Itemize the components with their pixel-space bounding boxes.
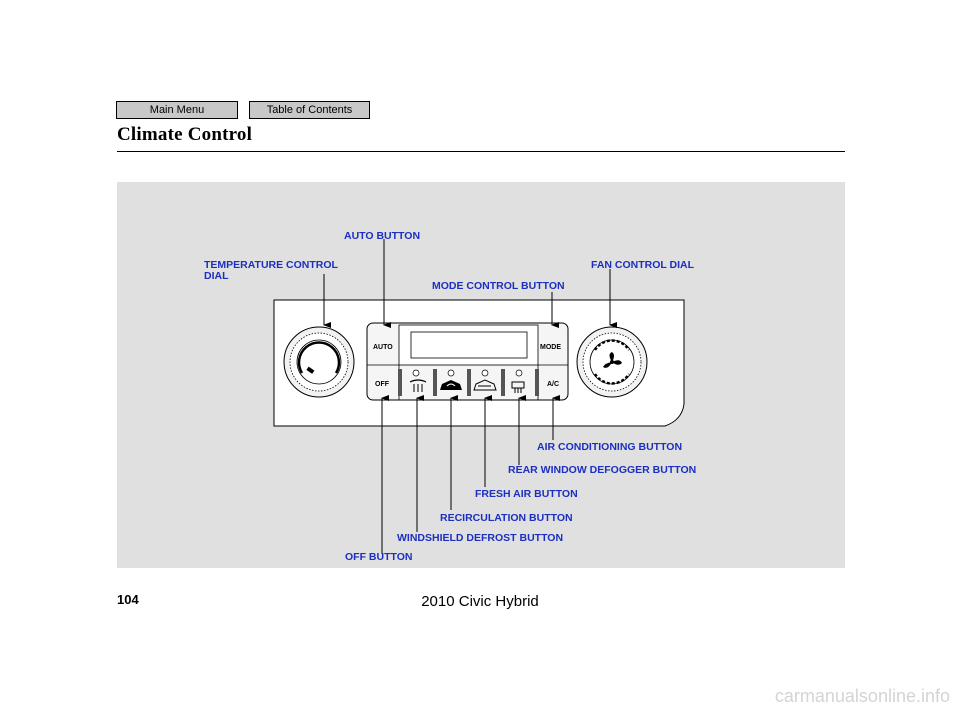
rear-defogger-icon (511, 381, 525, 393)
label-off-button: OFF BUTTON (345, 551, 412, 563)
fan-control-dial (576, 326, 648, 398)
footer-title: 2010 Civic Hybrid (421, 593, 539, 610)
fresh-air-icon (473, 379, 497, 391)
climate-control-diagram: AUTO MODE OFF A/C (204, 230, 696, 563)
label-temperature-dial-line1: TEMPERATURE CONTROL (204, 259, 339, 271)
table-of-contents-button[interactable]: Table of Contents (249, 101, 370, 119)
mode-panel-text: MODE (540, 344, 561, 351)
label-mode-control-button: MODE CONTROL BUTTON (432, 280, 565, 292)
page-number: 104 (117, 592, 139, 607)
fan-icon (603, 352, 622, 368)
label-temperature-dial-line2: DIAL (204, 270, 229, 282)
page-title: Climate Control (117, 124, 253, 145)
off-panel-text: OFF (375, 381, 390, 388)
ac-panel-text: A/C (547, 381, 559, 388)
climate-control-figure: AUTO MODE OFF A/C (117, 182, 845, 568)
recirculation-icon (440, 380, 462, 390)
label-fan-control-dial: FAN CONTROL DIAL (591, 259, 695, 271)
label-auto-button: AUTO BUTTON (344, 230, 420, 242)
label-air-conditioning-button: AIR CONDITIONING BUTTON (537, 441, 682, 453)
control-unit: AUTO MODE OFF A/C (366, 322, 569, 401)
label-recirculation-button: RECIRCULATION BUTTON (440, 512, 573, 524)
windshield-defrost-icon (409, 379, 427, 392)
label-fresh-air-button: FRESH AIR BUTTON (475, 488, 578, 500)
label-rear-window-defogger-button: REAR WINDOW DEFOGGER BUTTON (508, 464, 696, 476)
label-windshield-defrost-button: WINDSHIELD DEFROST BUTTON (397, 532, 563, 544)
temperature-control-dial (283, 326, 355, 398)
title-divider (117, 151, 845, 152)
watermark: carmanualsonline.info (774, 686, 950, 706)
auto-panel-text: AUTO (373, 344, 393, 351)
main-menu-button[interactable]: Main Menu (116, 101, 238, 119)
